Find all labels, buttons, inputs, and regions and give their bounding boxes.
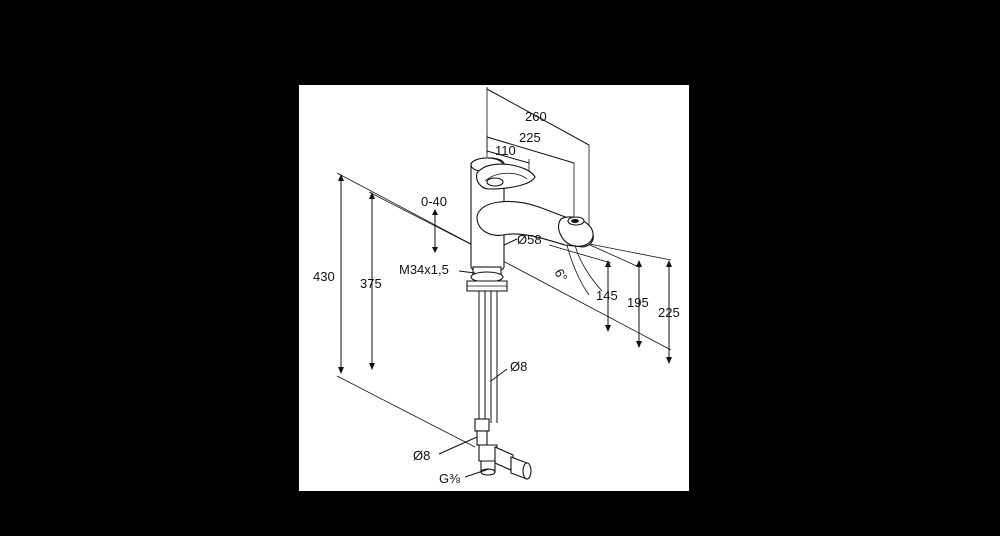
dimension-0-40: 0-40 — [421, 194, 447, 253]
dimension-outlet-heights: 145 195 225 — [596, 260, 680, 364]
dimension-label-430: 430 — [313, 269, 335, 284]
dimension-label-angle-6: 6° — [551, 266, 570, 284]
dimension-label-375: 375 — [360, 276, 382, 291]
dimension-label-225-height: 225 — [658, 305, 680, 320]
dimension-label-hose-diameter-lower: Ø8 — [413, 448, 430, 463]
dimension-225-reach: 225 — [486, 130, 575, 220]
faucet-technical-drawing: 260 225 110 0-40 — [313, 87, 680, 486]
dimension-label-diameter-58: Ø58 — [517, 232, 542, 247]
dimension-label-thread-m34: M34x1,5 — [399, 262, 449, 277]
shank-and-hoses — [438, 291, 532, 480]
dimension-430: 430 — [313, 174, 344, 374]
dimension-260: 260 — [486, 88, 590, 225]
dimension-label-260: 260 — [525, 109, 547, 124]
dimension-label-195: 195 — [627, 295, 649, 310]
dimension-label-110: 110 — [495, 143, 516, 158]
spray-angle-marker — [566, 244, 603, 296]
dimension-label-145: 145 — [596, 288, 618, 303]
dimension-label-hose-diameter-upper: Ø8 — [510, 359, 527, 374]
dimension-label-225-reach: 225 — [519, 130, 541, 145]
dimension-110: 110 — [486, 143, 530, 177]
technical-drawing-panel: 260 225 110 0-40 — [299, 85, 689, 491]
dimension-label-connection-g38: G⅜ — [439, 471, 460, 486]
dimension-label-0-40: 0-40 — [421, 194, 447, 209]
faucet-body — [458, 157, 594, 292]
dimension-375: 375 — [360, 192, 382, 370]
